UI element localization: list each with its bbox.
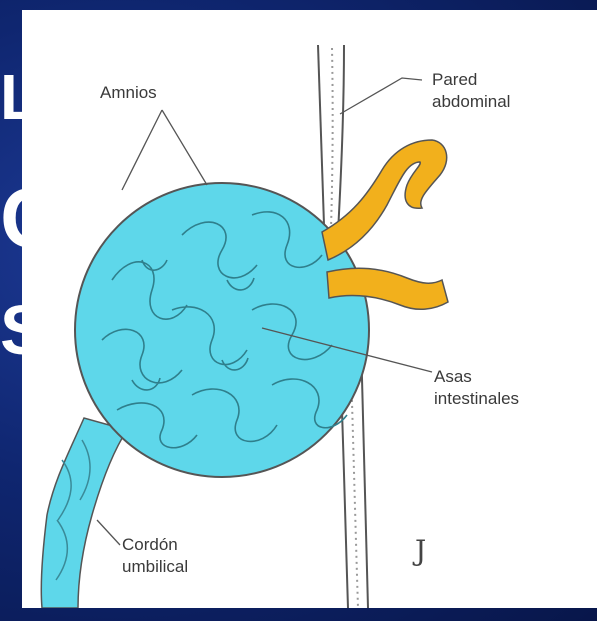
label-amnion: Amnios [100,83,157,102]
umbilical-cord [41,418,127,608]
label-umbilical-cord-line1: Cordón [122,535,178,554]
label-abdominal-wall-line1: Pared [432,70,477,89]
signature-mark: J [412,534,426,567]
omphalocele-figure: Amnios Pared abdominal Asas intestinales… [22,10,597,608]
omphalocele-diagram: Amnios Pared abdominal Asas intestinales… [22,10,597,608]
label-abdominal-wall-line2: abdominal [432,92,510,111]
label-intestinal-loops-line2: intestinales [434,389,519,408]
label-umbilical-cord-line2: umbilical [122,557,188,576]
amniotic-sac [75,183,369,477]
label-intestinal-loops-line1: Asas [434,367,472,386]
